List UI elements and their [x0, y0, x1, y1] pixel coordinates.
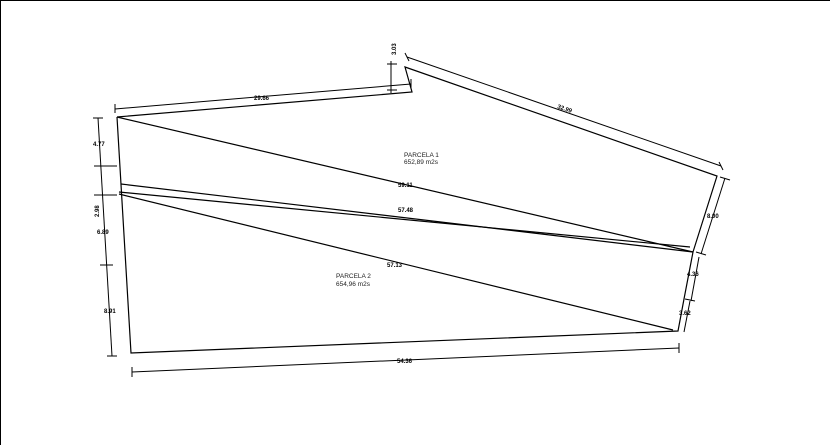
dim-line-top-left	[114, 83, 412, 110]
dim-tick	[684, 298, 696, 302]
dim-tick	[404, 52, 410, 62]
division-line-lower	[118, 193, 674, 331]
dim-label-top-left: 29.66	[254, 96, 270, 102]
dim-label-left-4: 8.91	[104, 309, 116, 315]
dim-label-notch: 3.03	[392, 43, 398, 55]
dim-line-right-upper	[700, 177, 726, 255]
dim-tick	[695, 251, 707, 256]
dim-label-right-middle: 4.36	[687, 272, 699, 278]
dim-label-left-3: 6.89	[97, 230, 109, 236]
dim-line-right-middle	[690, 256, 700, 302]
dim-label-bottom: 54.36	[397, 359, 413, 365]
dim-label-diag-2: 57.48	[398, 208, 414, 214]
parcel-boundary	[116, 66, 718, 354]
parcel-2-area: 654,96 m2s	[336, 281, 371, 288]
dim-label-diag-1: 59.11	[398, 183, 413, 189]
dim-line-left	[97, 117, 113, 357]
dim-label-right-lower: 3.62	[679, 311, 691, 317]
parcel-2-name: PARCELA 2	[336, 273, 371, 280]
dim-line-top-right	[406, 56, 722, 167]
diagonal-line-1	[116, 116, 694, 253]
dim-tick	[718, 161, 724, 171]
parcel-1-area: 652,89 m2s	[404, 159, 439, 166]
dim-label-right-upper: 8.00	[707, 214, 719, 220]
dim-line-bottom	[131, 347, 680, 373]
dim-label-top-right: 32.99	[556, 104, 573, 115]
dim-label-diag-3: 57.13	[387, 263, 403, 269]
dim-label-left-1: 4.77	[93, 142, 105, 148]
dim-line-right-lower	[683, 300, 691, 333]
dim-label-left-2: 2.98	[95, 205, 101, 217]
diagonal-line-2	[120, 183, 694, 253]
parcel-1-name: PARCELA 1	[404, 152, 439, 159]
division-line-upper	[118, 191, 691, 248]
dim-tick	[719, 176, 731, 181]
